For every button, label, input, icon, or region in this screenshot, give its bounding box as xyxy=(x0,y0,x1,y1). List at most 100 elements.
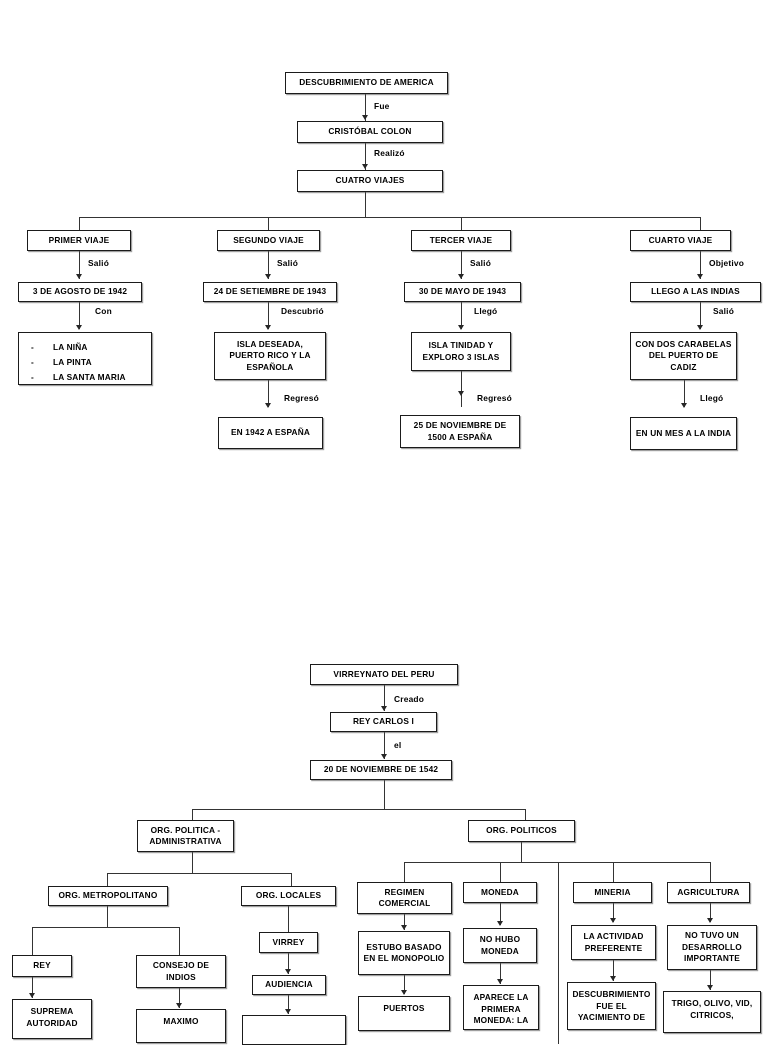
node-suprema-autoridad[interactable]: SUPREMA AUTORIDAD xyxy=(12,999,92,1039)
connector-indias-to-carabelas xyxy=(700,302,702,329)
node-rey[interactable]: REY xyxy=(12,955,72,977)
node-en-1942-a-espana[interactable]: EN 1942 A ESPAÑA xyxy=(218,417,323,449)
edge-label-salio-1: Salió xyxy=(88,258,110,268)
connector-fecha1-to-naves xyxy=(79,302,81,329)
connector-org-politicos-stem xyxy=(521,842,523,863)
edge-label-fue: Fue xyxy=(374,101,390,111)
node-rey-carlos-i[interactable]: REY CARLOS I xyxy=(330,712,437,732)
node-no-hubo-moneda[interactable]: NO HUBO MONEDA xyxy=(463,928,537,963)
arrow-no-hubo-to-aparece xyxy=(497,979,503,984)
node-tercer-viaje[interactable]: TERCER VIAJE xyxy=(411,230,511,251)
arrow-estubo-to-puertos xyxy=(401,990,407,995)
connector-no-hubo-to-aparece xyxy=(500,963,502,984)
list-item: -LA SANTA MARIA xyxy=(19,370,151,385)
node-cuarto-viaje[interactable]: CUARTO VIAJE xyxy=(630,230,731,251)
node-descubrimiento-de-america[interactable]: DESCUBRIMIENTO DE AMERICA xyxy=(285,72,448,94)
edge-label-regreso-2: Regresó xyxy=(284,393,319,403)
node-consejo-de-indios[interactable]: CONSEJO DE INDIOS xyxy=(136,955,226,988)
node-maximo[interactable]: MAXIMO xyxy=(136,1009,226,1043)
arrow-no-tuvo-to-cultivos xyxy=(707,985,713,990)
node-aparece-primera-moneda[interactable]: APARECE LA PRIMERA MONEDA: LA xyxy=(463,985,539,1030)
node-20-de-noviembre-de-1542[interactable]: 20 DE NOVIEMBRE DE 1542 xyxy=(310,760,452,780)
node-cultivos[interactable]: TRIGO, OLIVO, VID, CITRICOS, xyxy=(663,991,761,1033)
connector-colon-to-viajes xyxy=(365,143,367,170)
node-virreynato-del-peru[interactable]: VIRREYNATO DEL PERU xyxy=(310,664,458,685)
connector-rey-carlos-to-fecha xyxy=(384,732,386,759)
node-no-tuvo-desarrollo[interactable]: NO TUVO UN DESARROLLO IMPORTANTE xyxy=(667,925,757,970)
node-moneda[interactable]: MONEDA xyxy=(463,882,537,903)
connector-org-politica-bus xyxy=(107,873,292,875)
arrow-viaje1-to-fecha1 xyxy=(76,274,82,279)
node-regimen-comercial[interactable]: REGIMEN COMERCIAL xyxy=(357,882,452,914)
connector-trinidad-to-regreso3 xyxy=(461,371,463,407)
connector-regimen-to-estubo xyxy=(404,914,406,930)
node-isla-tinidad-exploro[interactable]: ISLA TINIDAD Y EXPLORO 3 ISLAS xyxy=(411,332,511,371)
edge-label-salio-3: Salió xyxy=(470,258,492,268)
node-estubo-basado-monopolio[interactable]: ESTUBO BASADO EN EL MONOPOLIO xyxy=(358,931,450,975)
node-audiencia[interactable]: AUDIENCIA xyxy=(252,975,326,995)
node-actividad-preferente[interactable]: LA ACTIVIDAD PREFERENTE xyxy=(571,925,656,960)
arrow-viaje3-to-fecha3 xyxy=(458,274,464,279)
arrow-carabelas-to-india xyxy=(681,403,687,408)
edge-label-con: Con xyxy=(95,306,112,316)
node-isla-deseada-puerto-rico[interactable]: ISLA DESEADA, PUERTO RICO Y LA ESPAÑOLA xyxy=(214,332,326,380)
connector-estubo-to-puertos xyxy=(404,975,406,994)
connector-viaje4-to-indias xyxy=(700,251,702,279)
node-naves-list[interactable]: - LA NIÑA -LA PINTA -LA SANTA MARIA xyxy=(18,332,152,385)
connector-virrey-to-audiencia xyxy=(288,953,290,974)
edge-label-objetivo: Objetivo xyxy=(709,258,745,268)
edge-label-salio-2: Salió xyxy=(277,258,299,268)
node-30-de-mayo-de-1943[interactable]: 30 DE MAYO DE 1943 xyxy=(404,282,521,302)
node-25-noviembre-1500-espana[interactable]: 25 DE NOVIEMBRE DE 1500 A ESPAÑA xyxy=(400,415,520,448)
connector-bus-to-org-politica xyxy=(192,809,194,821)
node-org-politicos[interactable]: ORG. POLITICOS xyxy=(468,820,575,842)
connector-audiencia-down xyxy=(288,995,290,1014)
nave-name: LA NIÑA xyxy=(53,342,88,352)
connector-viajes-stem xyxy=(365,192,367,218)
node-llego-a-las-indias[interactable]: LLEGO A LAS INDIAS xyxy=(630,282,761,302)
list-item: -LA PINTA xyxy=(19,355,151,370)
arrow-audiencia-down xyxy=(285,1009,291,1014)
connector-bus-to-consejo xyxy=(179,927,181,955)
node-con-dos-carabelas-cadiz[interactable]: CON DOS CARABELAS DEL PUERTO DE CADIZ xyxy=(630,332,737,380)
node-audiencia-child-cut[interactable] xyxy=(242,1015,346,1045)
edge-label-descubrio: Descubrió xyxy=(281,306,324,316)
arrow-moneda-to-no-hubo xyxy=(497,921,503,926)
node-cuatro-viajes[interactable]: CUATRO VIAJES xyxy=(297,170,443,192)
node-virrey[interactable]: VIRREY xyxy=(259,932,318,953)
node-descubrimiento-yacimiento[interactable]: DESCUBRIMIENTO FUE EL YACIMIENTO DE xyxy=(567,982,656,1030)
node-org-metropolitano[interactable]: ORG. METROPOLITANO xyxy=(48,886,168,906)
bullet-dash: - xyxy=(31,342,34,352)
connector-bus-to-locales xyxy=(291,873,293,886)
arrow-regimen-to-estubo xyxy=(401,925,407,930)
connector-agricultura-to-no-tuvo xyxy=(710,903,712,922)
node-org-politica-administrativa[interactable]: ORG. POLITICA - ADMINISTRATIVA xyxy=(137,820,234,852)
arrow-viaje4-to-indias xyxy=(697,274,703,279)
node-cristobal-colon[interactable]: CRISTÓBAL COLON xyxy=(297,121,443,143)
connector-bus-passthrough xyxy=(558,862,560,1044)
node-3-de-agosto-de-1942[interactable]: 3 DE AGOSTO DE 1942 xyxy=(18,282,142,302)
node-mineria[interactable]: MINERIA xyxy=(573,882,652,903)
arrow-mineria-to-actividad xyxy=(610,918,616,923)
arrow-viaje2-to-fecha2 xyxy=(265,274,271,279)
connector-bus-to-viaje3 xyxy=(461,217,463,230)
naves-list: - LA NIÑA -LA PINTA -LA SANTA MARIA xyxy=(19,340,151,385)
node-agricultura[interactable]: AGRICULTURA xyxy=(667,882,750,903)
nave-name: LA SANTA MARIA xyxy=(53,372,126,382)
connector-root-to-colon xyxy=(365,94,367,121)
node-primer-viaje[interactable]: PRIMER VIAJE xyxy=(27,230,131,251)
arrow-actividad-to-descubrimiento xyxy=(610,976,616,981)
arrow-colon-to-viajes xyxy=(362,164,368,169)
connector-bus-to-viaje4 xyxy=(700,217,702,230)
node-en-un-mes-a-la-india[interactable]: EN UN MES A LA INDIA xyxy=(630,417,737,450)
arrow-virreynato-to-rey-carlos xyxy=(381,706,387,711)
list-item: - LA NIÑA xyxy=(19,340,151,355)
connector-islas-to-regreso2 xyxy=(268,380,270,407)
node-segundo-viaje[interactable]: SEGUNDO VIAJE xyxy=(217,230,320,251)
connector-bus-to-moneda xyxy=(500,862,502,882)
connector-bus-to-mineria xyxy=(613,862,615,882)
node-org-locales[interactable]: ORG. LOCALES xyxy=(241,886,336,906)
connector-bus-to-agricultura xyxy=(710,862,712,882)
node-24-de-setiembre-de-1943[interactable]: 24 DE SETIEMBRE DE 1943 xyxy=(203,282,337,302)
node-puertos[interactable]: PUERTOS xyxy=(358,996,450,1031)
